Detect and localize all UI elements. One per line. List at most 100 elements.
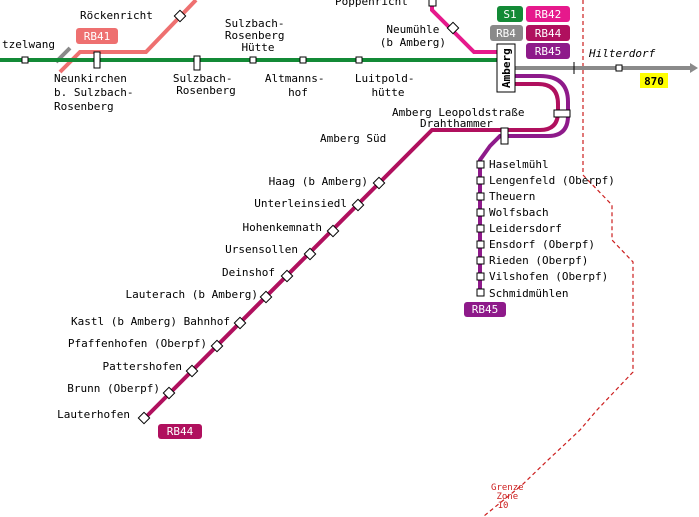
- label-luitpoldhuette-2: hütte: [371, 86, 404, 99]
- label-amberg-sued: Amberg Süd: [320, 132, 386, 145]
- label-tzelwang: tzelwang: [2, 38, 55, 51]
- label-neumuehle-2: (b Amberg): [380, 36, 446, 49]
- label-deinshof: Deinshof: [222, 266, 275, 279]
- badge-rb44-top[interactable]: RB44: [526, 25, 570, 41]
- badge-s1[interactable]: S1: [497, 6, 523, 22]
- station-poppenricht-marker[interactable]: [428, 0, 437, 7]
- badge-rb45-bottom[interactable]: RB45: [464, 302, 506, 317]
- station-schmidmuehlen-marker[interactable]: [476, 288, 485, 297]
- station-deinshof-marker[interactable]: [280, 269, 294, 283]
- station-theuern-marker[interactable]: [476, 192, 485, 201]
- badge-s1-text: S1: [503, 8, 516, 21]
- badge-870-text: 870: [644, 75, 664, 88]
- label-luitpoldhuette: Luitpold- hütte: [355, 72, 421, 99]
- station-rieden-marker[interactable]: [476, 256, 485, 265]
- label-neunkirchen: Neunkirchen b. Sulzbach- Rosenberg: [54, 72, 140, 113]
- label-neumuehle: Neumühle (b Amberg): [380, 23, 446, 49]
- badge-rb45-top[interactable]: RB45: [526, 43, 570, 59]
- label-rieden: Rieden (Oberpf): [489, 254, 588, 267]
- zone-label-2: Zone: [496, 492, 518, 502]
- station-haag-marker[interactable]: [372, 176, 386, 190]
- station-wolfsbach-marker[interactable]: [476, 208, 485, 217]
- zone-label-1: Grenze: [491, 483, 524, 493]
- label-poppenricht: Poppenricht: [335, 0, 408, 8]
- station-brunn-marker[interactable]: [162, 386, 176, 400]
- label-pfaffenhofen: Pfaffenhofen (Oberpf): [68, 337, 207, 350]
- label-ursensollen: Ursensollen: [225, 243, 298, 256]
- s1-rb42-line: [430, 0, 497, 54]
- station-lauterhofen-marker[interactable]: [137, 411, 151, 425]
- station-leopoldstrasse-marker[interactable]: [553, 109, 571, 118]
- label-lauterach: Lauterach (b Amberg): [126, 288, 258, 301]
- station-kastl-marker[interactable]: [233, 316, 247, 330]
- label-neumuehle-1: Neumühle: [386, 23, 439, 36]
- label-sulzbach-huette-2: Rosenberg: [225, 29, 285, 42]
- label-theuern: Theuern: [489, 190, 535, 203]
- station-tzelwang-marker[interactable]: [21, 56, 29, 64]
- station-leidersdorf-marker[interactable]: [476, 224, 485, 233]
- station-sulzbach-marker[interactable]: [193, 55, 201, 71]
- amberg-label: Amberg: [500, 48, 513, 88]
- badge-rb42-text: RB42: [535, 8, 562, 21]
- station-hilterdorf-marker[interactable]: [615, 64, 623, 72]
- badge-rb42[interactable]: RB42: [526, 6, 570, 22]
- label-unterleinsiedl: Unterleinsiedl: [254, 197, 347, 210]
- station-rockenricht-marker[interactable]: [173, 9, 187, 23]
- badge-rb45-top-text: RB45: [535, 45, 562, 58]
- badge-rb41-text: RB41: [84, 30, 111, 43]
- label-sulzbach-2: Rosenberg: [176, 84, 236, 97]
- zone-label-3: 10: [498, 501, 509, 511]
- station-altmannshof-marker[interactable]: [299, 56, 307, 64]
- label-kastl: Kastl (b Amberg) Bahnhof: [71, 315, 230, 328]
- label-wolfsbach: Wolfsbach: [489, 206, 549, 219]
- badge-rb4-text: RB4: [496, 27, 516, 40]
- rb45-station-markers: [476, 160, 485, 297]
- station-ensdorf-marker[interactable]: [476, 240, 485, 249]
- badge-rb4[interactable]: RB4: [490, 25, 523, 41]
- station-vilshofen-marker[interactable]: [476, 272, 485, 281]
- badge-rb44-top-text: RB44: [535, 27, 562, 40]
- station-lauterach-marker[interactable]: [259, 290, 273, 304]
- station-neunkirchen-marker[interactable]: [93, 51, 101, 69]
- station-neumuehle-marker[interactable]: [446, 21, 460, 35]
- station-pattershofen-marker[interactable]: [185, 364, 199, 378]
- label-brunn: Brunn (Oberpf): [67, 382, 160, 395]
- rb44-station-markers: [137, 176, 386, 425]
- label-haag: Haag (b Amberg): [269, 175, 368, 188]
- label-vilshofen: Vilshofen (Oberpf): [489, 270, 608, 283]
- badge-rb44-bottom[interactable]: RB44: [158, 424, 202, 439]
- badge-rb45-bottom-text: RB45: [472, 303, 499, 316]
- zone-label: Grenze Zone 10: [491, 483, 529, 511]
- badge-rb44-bottom-text: RB44: [167, 425, 194, 438]
- badge-rb41[interactable]: RB41: [76, 28, 118, 44]
- label-lauterhofen: Lauterhofen: [57, 408, 130, 421]
- rb45-station-labels: Haselmühl Lengenfeld (Oberpf) Theuern Wo…: [489, 158, 615, 300]
- station-sulzbach-huette-marker[interactable]: [249, 56, 257, 64]
- label-sulzbach-huette-3: Hütte: [241, 41, 274, 54]
- station-lengenfeld-marker[interactable]: [476, 176, 485, 185]
- station-unterleinsiedl-marker[interactable]: [351, 198, 365, 212]
- label-rockenricht: Röckenricht: [80, 9, 153, 22]
- station-haselmuehl-marker[interactable]: [476, 160, 485, 169]
- label-luitpoldhuette-1: Luitpold-: [355, 72, 415, 85]
- label-ensdorf: Ensdorf (Oberpf): [489, 238, 595, 251]
- label-sulzbach: Sulzbach- Rosenberg: [173, 72, 239, 97]
- amberg-station-box[interactable]: [496, 43, 516, 93]
- station-hohenkemnath-marker[interactable]: [326, 224, 340, 238]
- label-sulzbach-huette: Sulzbach- Rosenberg Hütte: [225, 17, 291, 54]
- station-pfaffenhofen-marker[interactable]: [210, 339, 224, 353]
- station-drahthammer-marker[interactable]: [500, 127, 509, 145]
- label-drahthammer: Drahthammer: [420, 117, 493, 130]
- label-neunkirchen-3: Rosenberg: [54, 100, 114, 113]
- label-neunkirchen-1: Neunkirchen: [54, 72, 127, 85]
- label-neunkirchen-2: b. Sulzbach-: [54, 86, 133, 99]
- station-luitpoldhuette-marker[interactable]: [355, 56, 363, 64]
- label-altmannshof-2: hof: [288, 86, 308, 99]
- station-ursensollen-marker[interactable]: [303, 247, 317, 261]
- hilterdorf-arrow-icon: [690, 63, 698, 73]
- zone-boundary: [483, 0, 634, 517]
- label-lengenfeld: Lengenfeld (Oberpf): [489, 174, 615, 187]
- badge-870[interactable]: 870: [640, 73, 668, 88]
- label-schmidmuehlen: Schmidmühlen: [489, 287, 568, 300]
